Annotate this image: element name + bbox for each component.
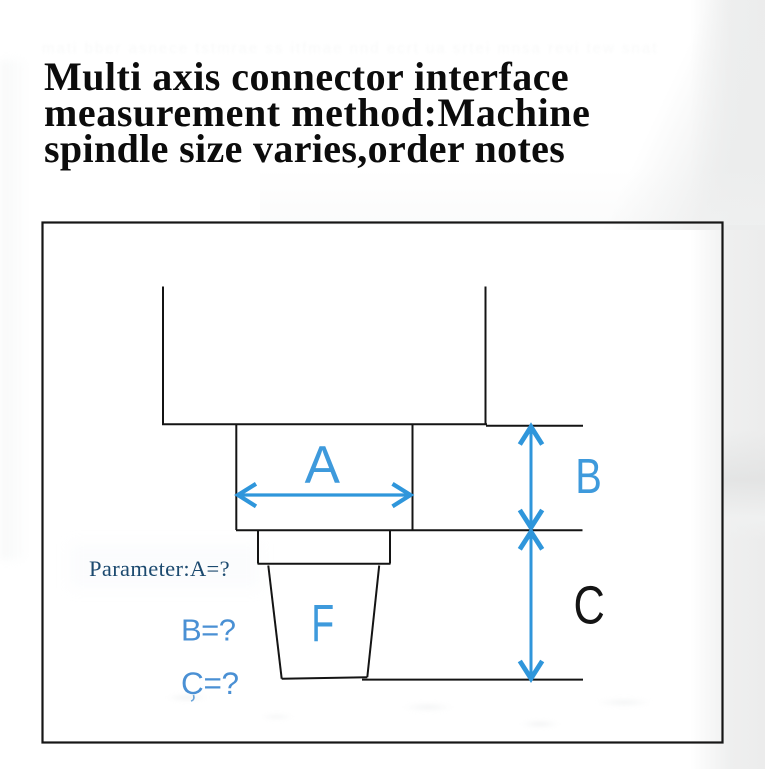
svg-text:C: C <box>574 576 605 635</box>
svg-text:C=?: C=? <box>181 665 239 701</box>
svg-text:B: B <box>575 449 602 504</box>
svg-text:F: F <box>311 594 334 653</box>
svg-text:Parameter:A=?: Parameter:A=? <box>89 556 230 581</box>
svg-text:B=?: B=? <box>181 613 236 648</box>
svg-text:A: A <box>305 435 341 494</box>
